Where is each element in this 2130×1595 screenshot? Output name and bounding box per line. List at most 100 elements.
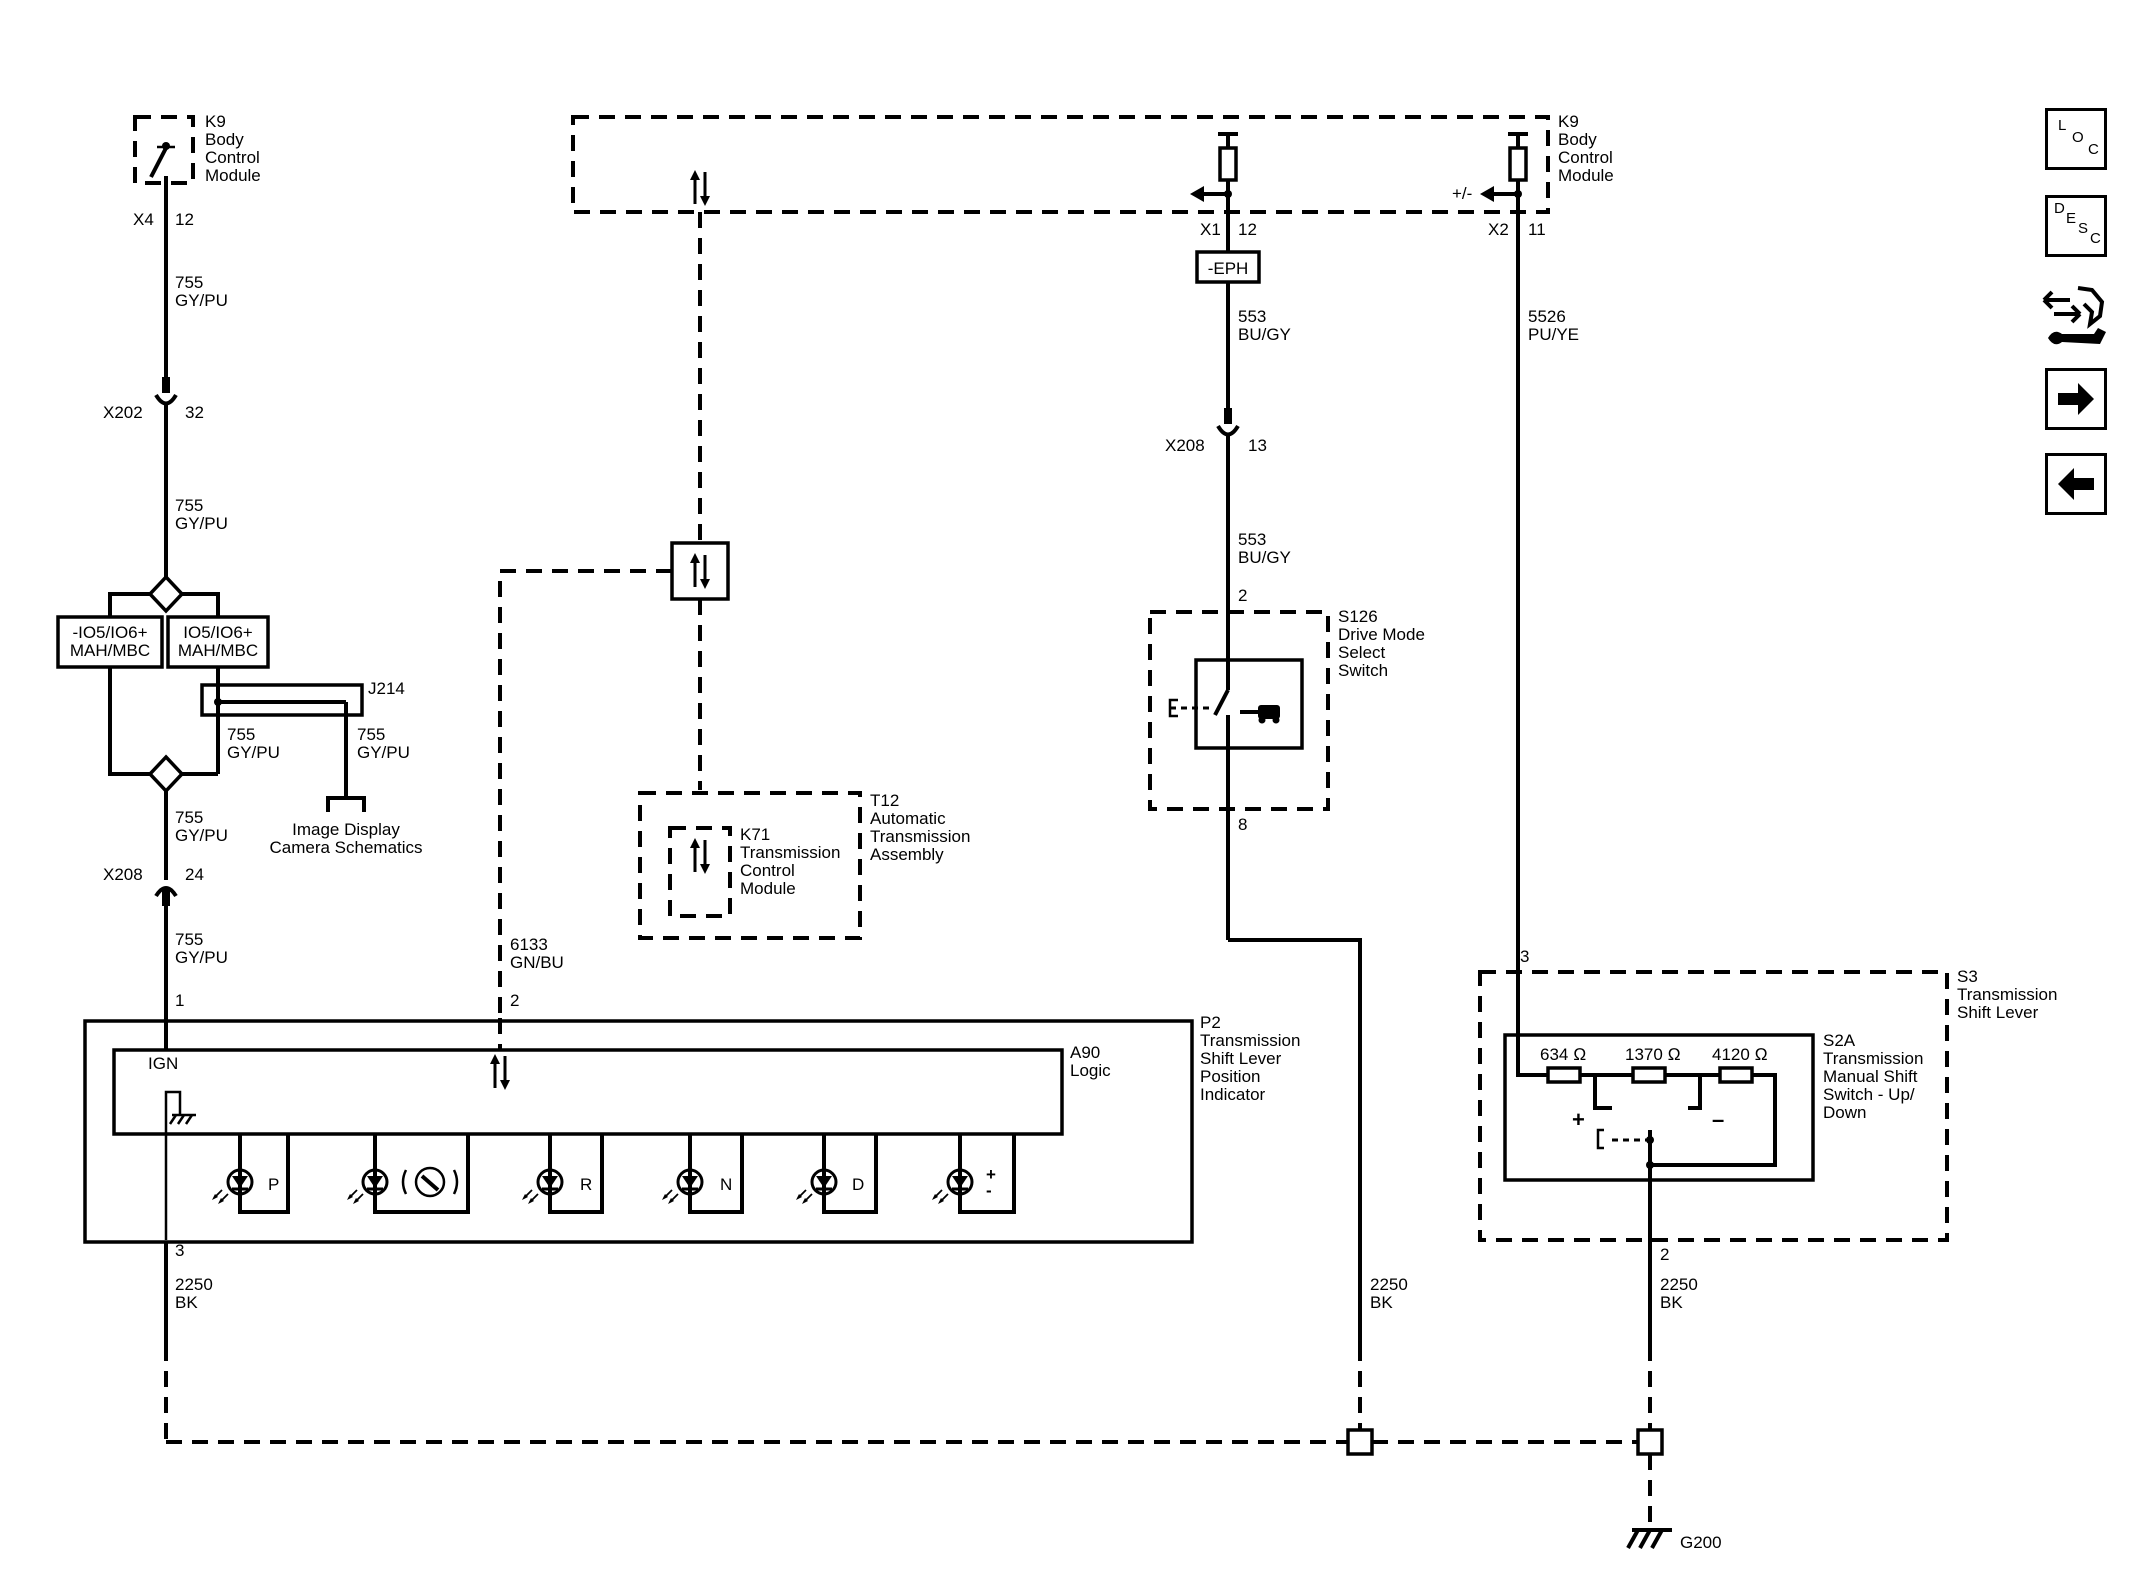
s126-pin-top: 2 bbox=[1238, 586, 1247, 605]
wire-label-755-3: 755 bbox=[227, 725, 255, 744]
k71-label-1: Transmission bbox=[740, 843, 840, 862]
t12-label-2: Transmission bbox=[870, 827, 970, 846]
wire-color-bk-2: BK bbox=[1370, 1293, 1393, 1312]
wire-color-gn-bu: GN/BU bbox=[510, 953, 564, 972]
s2a-plus-label: + bbox=[1572, 1107, 1585, 1132]
sport-mode-icon bbox=[401, 1166, 459, 1198]
wire-label-553-2: 553 bbox=[1238, 530, 1266, 549]
switch-contact bbox=[149, 147, 168, 178]
led-label-n: N bbox=[720, 1175, 732, 1194]
wire-color-bk-3: BK bbox=[1660, 1293, 1683, 1312]
arrow-right-icon[interactable] bbox=[2045, 368, 2107, 430]
k9-left-label-3: Module bbox=[205, 166, 261, 185]
s2a-label-1: Transmission bbox=[1823, 1049, 1923, 1068]
description-view-button[interactable]: D E S C bbox=[2045, 195, 2107, 257]
wire-label-755-4: 755 bbox=[357, 725, 385, 744]
s2a-label-4: Down bbox=[1823, 1103, 1866, 1122]
image-display-link-1[interactable]: Image Display bbox=[292, 820, 400, 839]
p2-pin-1: 1 bbox=[175, 991, 184, 1010]
drive-mode-switch-icon[interactable] bbox=[1168, 660, 1280, 748]
t12-label-1: Automatic bbox=[870, 809, 946, 828]
location-view-button[interactable]: L O C bbox=[2045, 108, 2107, 170]
k9-right-label-2: Control bbox=[1558, 148, 1613, 167]
wire-label-755-6: 755 bbox=[175, 930, 203, 949]
arrow-left-icon[interactable] bbox=[2045, 453, 2107, 515]
s3-ref: S3 bbox=[1957, 967, 1978, 986]
s126-label-1: Drive Mode bbox=[1338, 625, 1425, 644]
p2-outline bbox=[83, 1019, 1194, 1244]
wire-label-553: 553 bbox=[1238, 307, 1266, 326]
image-display-link-2[interactable]: Camera Schematics bbox=[269, 838, 422, 857]
desc-letter-e: E bbox=[2066, 210, 2077, 227]
splice-diamond-bottom bbox=[147, 754, 185, 794]
power-wrench-icon[interactable] bbox=[2040, 282, 2112, 350]
wire-label-2250: 2250 bbox=[175, 1275, 213, 1294]
wire-color-gy-pu-3: GY/PU bbox=[227, 743, 280, 762]
p2-label-2: Shift Lever bbox=[1200, 1049, 1282, 1068]
option-box-right bbox=[166, 615, 270, 669]
wire-color-bu-gy: BU/GY bbox=[1238, 325, 1291, 344]
ign-label: IGN bbox=[148, 1054, 178, 1073]
s3-label-2: Shift Lever bbox=[1957, 1003, 2039, 1022]
ground-splice-2 bbox=[1636, 1428, 1664, 1456]
s126-outline bbox=[1148, 610, 1330, 811]
k71-label-3: Module bbox=[740, 879, 796, 898]
resistor-4120-label: 4120 Ω bbox=[1712, 1045, 1768, 1064]
led-group: P R N D + - bbox=[210, 1134, 1016, 1214]
j214-ref: J214 bbox=[368, 679, 405, 698]
p2-pin-2: 2 bbox=[510, 991, 519, 1010]
k71-ref: K71 bbox=[740, 825, 770, 844]
t12-ref: T12 bbox=[870, 791, 899, 810]
x208-connector-24 bbox=[154, 886, 178, 906]
k9-right-label-1: Body bbox=[1558, 130, 1597, 149]
option-left-label-2: MAH/MBC bbox=[70, 641, 150, 660]
loc-letter-o: O bbox=[2072, 129, 2084, 146]
k9-output-x1 bbox=[1190, 132, 1238, 265]
k9-x1-connector: X1 bbox=[1200, 220, 1221, 239]
s2a-box bbox=[1503, 1033, 1815, 1182]
splice-diamond-top bbox=[147, 574, 185, 614]
resistor-ladder bbox=[1516, 1035, 1777, 1240]
k71-outline bbox=[668, 826, 732, 918]
wire-label-6133: 6133 bbox=[510, 935, 548, 954]
led-n-icon bbox=[660, 1156, 704, 1212]
led-label-plus: + bbox=[986, 1165, 996, 1184]
x202-ref: X202 bbox=[103, 403, 143, 422]
led-plus-minus-icon bbox=[930, 1156, 974, 1212]
option-left-label-1: -IO5/IO6+ bbox=[72, 623, 147, 642]
k9-left-connector: X4 bbox=[133, 210, 154, 229]
x208-ref-2: X208 bbox=[1165, 436, 1205, 455]
wire-color-bu-gy-2: BU/GY bbox=[1238, 548, 1291, 567]
wire-label-2250-2: 2250 bbox=[1370, 1275, 1408, 1294]
eph-label: -EPH bbox=[1208, 259, 1249, 278]
k9-x2-pin: 11 bbox=[1528, 220, 1546, 239]
s126-ref: S126 bbox=[1338, 607, 1378, 626]
led-label-minus: - bbox=[986, 1181, 992, 1200]
resistor-634-label: 634 Ω bbox=[1540, 1045, 1586, 1064]
led-r-icon bbox=[520, 1156, 564, 1212]
g200-label: G200 bbox=[1680, 1533, 1722, 1552]
resistor-1370 bbox=[1631, 1066, 1667, 1084]
led-label-r: R bbox=[580, 1175, 592, 1194]
t12-label-3: Assembly bbox=[870, 845, 944, 864]
k9-x1-pin: 12 bbox=[1238, 220, 1257, 239]
wire-color-gy-pu: GY/PU bbox=[175, 291, 228, 310]
k9-x2-connector: X2 bbox=[1488, 220, 1509, 239]
k71-label-2: Control bbox=[740, 861, 795, 880]
led-label-d: D bbox=[852, 1175, 864, 1194]
k9-left-pin: 12 bbox=[175, 210, 194, 229]
s126-label-2: Select bbox=[1338, 643, 1386, 662]
s2a-minus-label: – bbox=[1712, 1107, 1724, 1132]
s126-pin-bottom: 8 bbox=[1238, 815, 1247, 834]
resistor-634 bbox=[1546, 1066, 1582, 1084]
a90-serial-icon bbox=[488, 1052, 512, 1092]
resistor-1370-label: 1370 Ω bbox=[1625, 1045, 1681, 1064]
serial-data-icon bbox=[688, 168, 712, 208]
t12-outline bbox=[638, 791, 862, 940]
k71-serial-icon bbox=[688, 836, 712, 876]
led-d-icon bbox=[794, 1156, 838, 1212]
k9-right-box bbox=[571, 115, 1550, 214]
s3-pin-bottom: 2 bbox=[1660, 1245, 1669, 1264]
p2-label-4: Indicator bbox=[1200, 1085, 1266, 1104]
p2-label-1: Transmission bbox=[1200, 1031, 1300, 1050]
